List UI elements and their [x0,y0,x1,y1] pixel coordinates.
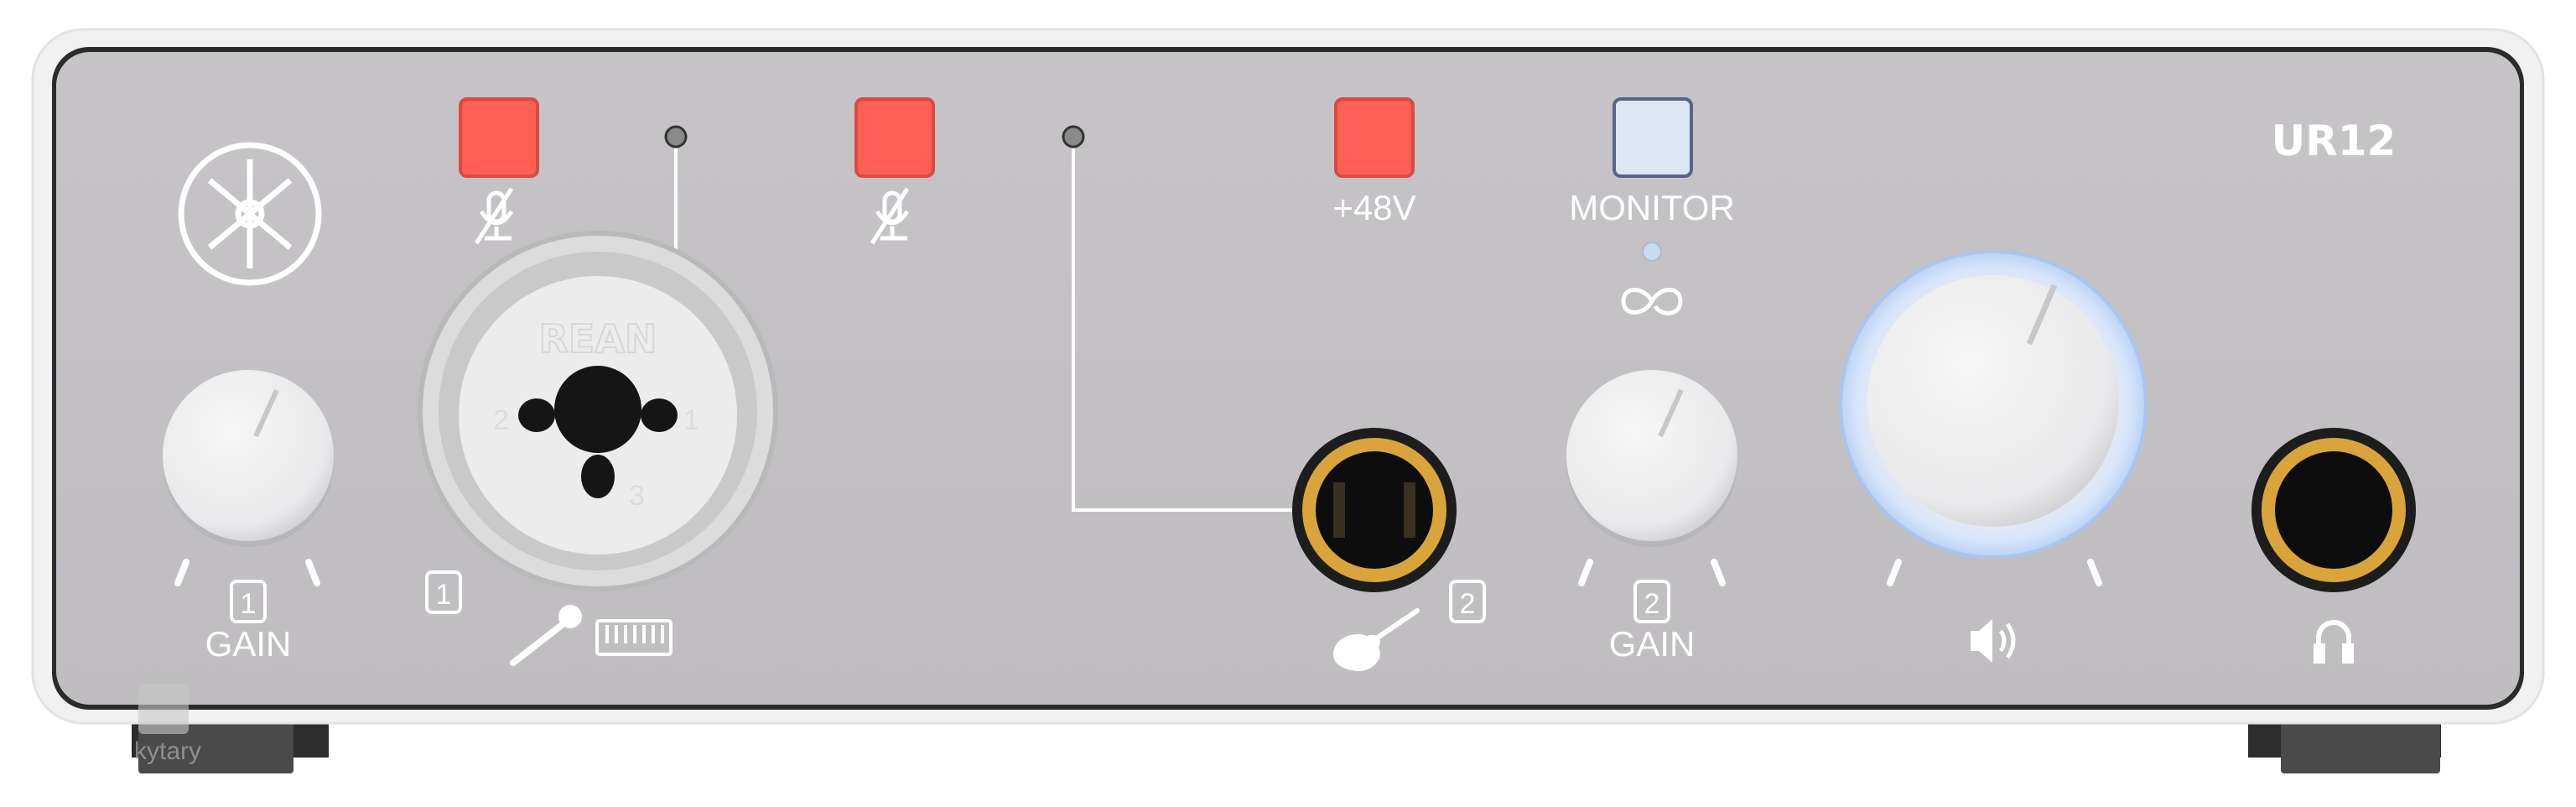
headphones-icon [2314,620,2354,664]
volume-max-tick [2087,559,2102,586]
mute-button-2[interactable] [854,97,935,178]
gain-2-label: GAIN [1609,624,1696,664]
watermark-text: kytary [134,737,201,765]
gain-1-max-tick [305,559,320,586]
gain-2-min-tick [1578,559,1593,586]
mute-button-1[interactable] [459,97,539,178]
input-1-badge [425,570,462,614]
signal-led-2 [1062,125,1085,148]
monitor-led [1642,242,1662,262]
gain-2-badge [1633,580,1670,623]
keyboard-icon [595,619,673,656]
pin-1-label: 1 [683,404,699,436]
gain-2-badge-number: 2 [1644,588,1660,620]
input-2-badge [1449,580,1486,623]
connector-brand-text: REAN [539,316,657,362]
microphone-icon [510,605,582,666]
phantom-power-label: +48V [1332,188,1415,227]
phantom-power-button[interactable] [1334,97,1415,178]
combo-xlr-jack-input-1[interactable]: REAN 1 2 3 [418,231,778,591]
pin-2-label: 2 [493,404,509,436]
mic-mute-icon [474,187,514,245]
gain-1-min-tick [174,559,190,586]
input-2-badge-number: 2 [1460,588,1476,620]
gain-1-label: GAIN [205,624,292,664]
speaker-icon [1971,619,2016,663]
instrument-jack-input-2[interactable] [1292,428,1457,592]
monitor-button[interactable] [1613,97,1693,178]
pin-3-label: 3 [629,480,645,512]
gain-knob-2[interactable] [1566,370,1737,547]
model-logo: UR12 [2272,117,2397,165]
loopback-icon [1621,288,1683,315]
yamaha-logo [178,142,322,286]
gain-2-max-tick [1711,559,1726,586]
led-2-guide-line [1072,148,1296,512]
headphone-jack[interactable] [2251,428,2416,592]
guitar-icon [1333,608,1420,672]
gain-knob-1[interactable] [163,370,334,547]
gain-1-badge [230,580,267,623]
volume-min-tick [1887,559,1902,586]
input-1-badge-number: 1 [436,579,452,611]
watermark: kytary [134,684,201,765]
gain-1-badge-number: 1 [241,588,257,620]
mic-mute-icon [870,187,910,245]
output-volume-knob[interactable] [1839,250,2148,559]
monitor-label: MONITOR [1569,188,1735,227]
signal-led-1 [664,125,688,148]
